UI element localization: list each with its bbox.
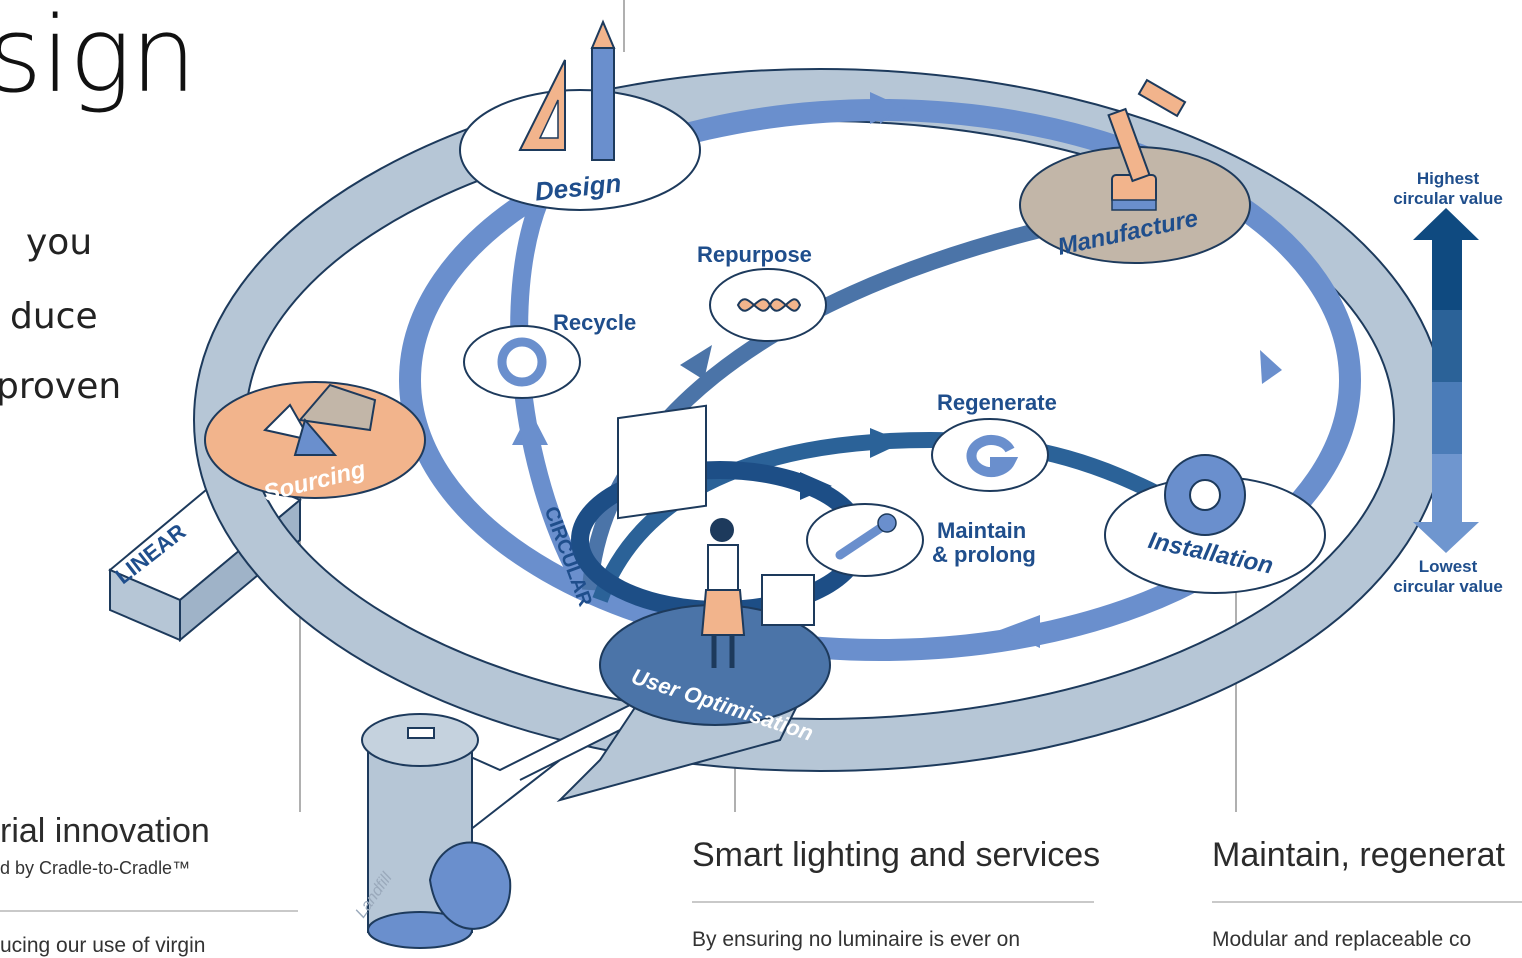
value-scale-arrow [1413, 208, 1479, 553]
arrow-manufacture-installation [1260, 350, 1282, 384]
caption-smart-title: Smart lighting and services [692, 836, 1101, 874]
caption-maintain-body: Modular and replaceable co [1212, 928, 1472, 951]
value-scale-bottom-2: circular value [1393, 577, 1503, 596]
intro-line-2: duce [10, 296, 98, 337]
arrow-installation-user [1000, 615, 1040, 648]
maintain-node [806, 503, 924, 577]
loop-label-repurpose: Repurpose [697, 242, 812, 267]
caption-materials-body: ucing our use of virgin [0, 934, 206, 957]
design-stage [459, 19, 701, 211]
caption-maintain-title: Maintain, regenerat [1212, 836, 1505, 874]
landfill-bin-icon [361, 713, 512, 949]
user-optimisation-stage [599, 404, 831, 726]
sourcing-stage [204, 381, 426, 499]
caption-materials-rule [0, 910, 298, 912]
caption-materials-subtitle: d by Cradle-to-Cradle™ [0, 858, 191, 878]
regenerate-node [931, 418, 1049, 492]
intro-line-3: proven [0, 366, 122, 407]
page-heading: sign [0, 0, 196, 116]
value-scale-top-2: circular value [1393, 189, 1503, 208]
recycle-node [463, 325, 581, 399]
value-scale-top-1: Highest [1417, 169, 1480, 188]
caption-smart-rule [692, 901, 1094, 903]
caption-smart-body: By ensuring no luminaire is ever on [692, 928, 1021, 951]
caption-maintain-rule [1212, 901, 1522, 903]
loop-label-maintain-2: & prolong [932, 542, 1036, 567]
intro-line-1: you [26, 222, 93, 263]
repurpose-loop [582, 222, 1042, 591]
loop-label-recycle: Recycle [553, 310, 636, 335]
loop-label-maintain-1: Maintain [937, 518, 1026, 543]
arrow-design-manufacture [870, 92, 905, 124]
installation-stage [1104, 454, 1326, 594]
manufacture-stage [1019, 78, 1251, 264]
repurpose-node [709, 268, 827, 342]
loop-label-regenerate: Regenerate [937, 390, 1057, 415]
caption-materials-title: rial innovation [0, 812, 210, 850]
value-scale-bottom-1: Lowest [1419, 557, 1478, 576]
